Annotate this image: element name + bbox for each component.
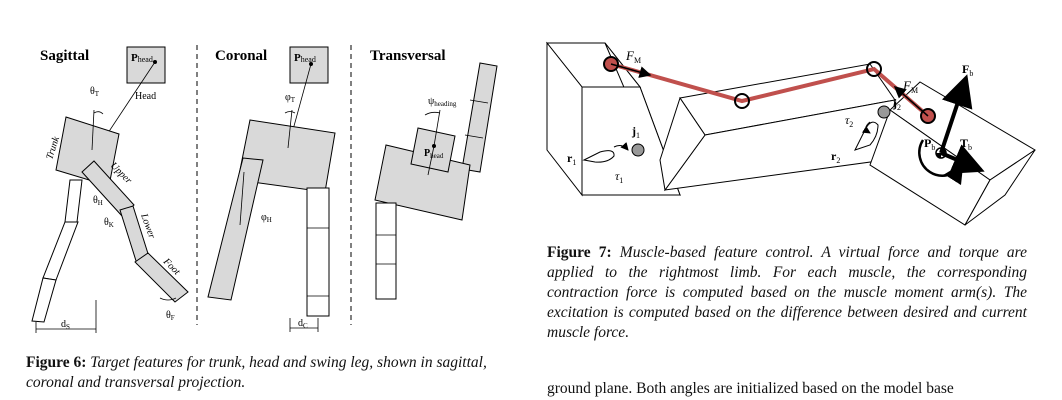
theta-f-label: θF: [166, 310, 175, 322]
d-s-label: dS: [61, 319, 70, 331]
figure-6-caption: Figure 6: Target features for trunk, hea…: [26, 353, 516, 393]
view-label-transversal: Transversal: [370, 48, 446, 64]
r2-label: r2: [831, 149, 840, 165]
tau1-label: τ1: [615, 169, 623, 185]
fm1-label: FM: [625, 48, 641, 65]
pb-label: Pb: [924, 136, 935, 152]
swing-leg-segment: [461, 62, 498, 173]
figure-7-caption-text: Muscle-based feature control. A virtual …: [547, 244, 1027, 341]
d-c-label: dC: [298, 318, 308, 330]
fm2-label: FM: [902, 78, 918, 95]
figure-7-caption-label: Figure 7:: [547, 244, 612, 261]
j1-label: j1: [631, 124, 640, 140]
view-label-coronal: Coronal: [215, 48, 267, 64]
joint-2: [877, 105, 891, 119]
figure-6-diagram: Sagittal Coronal Transversal Phead Head …: [31, 45, 498, 333]
via-point: [866, 61, 882, 77]
theta-k-label: θK: [104, 217, 114, 229]
muscle-insertion: [920, 108, 936, 124]
torque-arc: [918, 139, 964, 186]
via-point: [734, 93, 750, 109]
fb-label: Fb: [962, 62, 973, 78]
p-head-label: Phead: [131, 52, 153, 64]
sagittal-view: Phead Head Trunk θT Upper θH Lower θK Fo…: [31, 46, 189, 333]
muscle-path: [610, 62, 930, 118]
psi-heading-label: ψheading: [428, 96, 457, 108]
figure-6-caption-label: Figure 6:: [26, 354, 87, 371]
stance-leg: [375, 202, 397, 300]
phi-t-label: φT: [285, 92, 296, 104]
head-label: Head: [135, 91, 156, 102]
stance-leg: [306, 187, 330, 317]
theta-h-label: θH: [93, 195, 103, 207]
head-box: [289, 46, 329, 84]
r2-arm: [854, 121, 879, 151]
r1-arm: [582, 150, 615, 163]
middle-limb-block: [659, 63, 896, 192]
left-limb-block: [545, 41, 681, 197]
foot-segment: [134, 252, 189, 303]
tau2-label: τ2: [845, 113, 853, 129]
phi-h-label: φH: [261, 212, 272, 224]
stance-lower-leg: [42, 221, 79, 281]
theta-t-label: θT: [90, 86, 100, 98]
j2-label: j2: [892, 96, 901, 112]
upper-leg-segment: [81, 160, 135, 217]
head-box: [126, 46, 166, 84]
muscle-origin: [603, 56, 619, 72]
coronal-view: Phead φT φH dC: [207, 46, 336, 332]
swing-leg-segment: [207, 157, 264, 301]
stance-foot: [31, 277, 57, 323]
view-label-sagittal: Sagittal: [40, 48, 89, 64]
p-head-label: Phead: [294, 52, 316, 64]
figure-7-caption: Figure 7: Muscle-based feature control. …: [547, 243, 1027, 343]
r1-label: r1: [567, 151, 576, 167]
figure-6-caption-text: Target features for trunk, head and swin…: [26, 354, 487, 391]
tb-label: Tb: [960, 136, 972, 152]
body-text: ground plane. Both angles are initialize…: [547, 380, 954, 397]
transversal-view: Phead ψheading: [374, 62, 498, 300]
p-head-label: Phead: [424, 148, 444, 160]
stance-upper-leg: [64, 179, 83, 223]
joint-1: [631, 143, 645, 157]
body-point: [935, 147, 947, 159]
right-limb-block: [869, 81, 1036, 226]
